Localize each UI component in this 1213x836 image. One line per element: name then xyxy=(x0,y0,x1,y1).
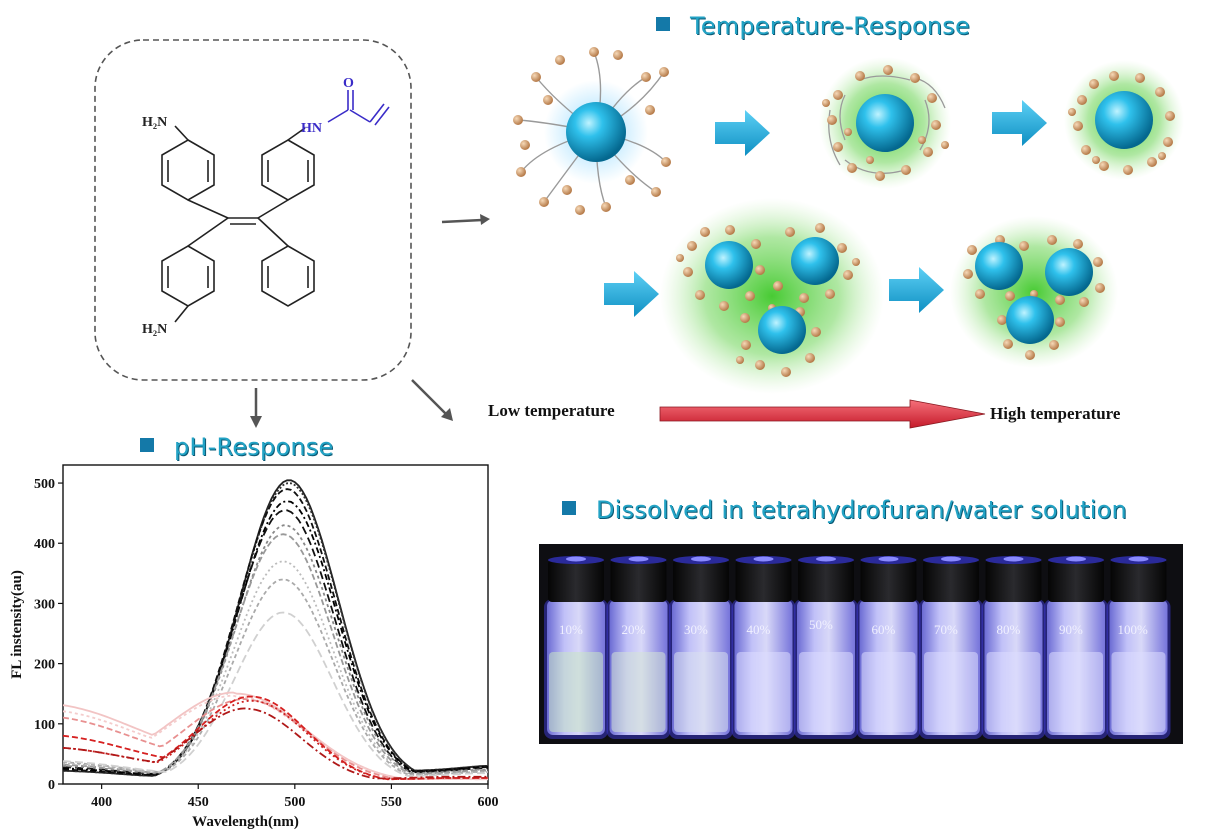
vial-label: 20% xyxy=(621,622,646,637)
process-arrow-icon xyxy=(889,267,944,313)
y-tick-label: 400 xyxy=(34,537,55,552)
series-line xyxy=(63,698,488,780)
vial xyxy=(981,556,1046,739)
y-tick-label: 0 xyxy=(48,778,55,793)
low-temperature-label: Low temperature xyxy=(488,401,615,420)
vial-label: 60% xyxy=(871,622,896,637)
vial-label: 10% xyxy=(559,622,583,637)
vial-label: 50% xyxy=(809,617,833,632)
vials-illustration xyxy=(544,556,1171,739)
y-tick-label: 200 xyxy=(34,658,55,673)
x-tick-label: 450 xyxy=(188,795,209,810)
series-line xyxy=(63,482,488,777)
process-arrow-icon xyxy=(604,271,659,317)
vial xyxy=(1044,556,1108,739)
vial xyxy=(856,556,921,739)
ph-response-heading: pH-Response xyxy=(140,433,333,461)
vial-label: 100% xyxy=(1117,622,1148,637)
molecule-structure: H₂N H₂N HN O xyxy=(94,39,490,428)
vials-photo xyxy=(539,544,1183,744)
temperature-response-heading: Temperature-Response xyxy=(656,12,970,40)
series-line xyxy=(63,695,488,781)
vial-label: 70% xyxy=(934,622,958,637)
amine-top-label: H₂N xyxy=(142,115,167,130)
vial xyxy=(731,556,796,739)
x-tick-label: 400 xyxy=(91,795,112,810)
vial xyxy=(919,556,983,739)
y-axis-label: FL instensity(au) xyxy=(9,570,25,679)
amide-o-label: O xyxy=(343,76,354,91)
vial xyxy=(606,556,671,739)
temperature-response-diagram xyxy=(513,47,1184,429)
micelle-collapsing xyxy=(819,57,951,189)
micelle-extended xyxy=(513,47,671,215)
series-line xyxy=(63,578,488,776)
amide-nh-label: HN xyxy=(301,121,322,136)
series-line xyxy=(63,479,488,777)
y-tick-label: 100 xyxy=(34,718,55,733)
vial xyxy=(669,556,733,739)
bullet-square-icon xyxy=(656,17,670,31)
bullet-square-icon xyxy=(140,438,154,452)
high-temperature-label: High temperature xyxy=(990,404,1121,423)
temperature-gradient-arrow xyxy=(659,399,986,429)
vial xyxy=(544,556,608,739)
aggregate-compact xyxy=(950,216,1118,368)
series-line xyxy=(63,707,488,780)
x-tick-label: 500 xyxy=(284,795,305,810)
vial-label: 90% xyxy=(1059,622,1083,637)
x-axis-label: Wavelength(nm) xyxy=(192,814,299,830)
series-line xyxy=(63,488,488,777)
y-tick-label: 300 xyxy=(34,597,55,612)
fl-spectrum-chart: 400 450 500 550 600 0 100 200 300 400 500Wavelengt… xyxy=(9,464,499,830)
process-arrow-icon xyxy=(715,110,770,156)
solution-heading: Dissolved in tetrahydrofuran/water solut… xyxy=(562,496,1127,524)
process-arrow-icon xyxy=(992,100,1047,146)
vial xyxy=(1106,556,1171,739)
x-tick-label: 550 xyxy=(381,795,402,810)
series-line xyxy=(63,611,488,777)
series-line xyxy=(63,533,488,775)
vial-label: 30% xyxy=(684,622,708,637)
aggregate-loose xyxy=(660,198,884,394)
vial xyxy=(794,556,858,739)
series-line xyxy=(63,560,488,776)
amine-bottom-label: H₂N xyxy=(142,322,167,337)
plot-frame xyxy=(62,464,489,785)
series-line xyxy=(63,524,488,775)
micelle-collapsed xyxy=(1064,60,1184,180)
series-line xyxy=(63,694,488,781)
y-tick-label: 500 xyxy=(34,477,55,492)
vial-label: 80% xyxy=(996,622,1021,637)
series-line xyxy=(63,500,488,776)
bullet-square-icon xyxy=(562,501,576,515)
series-group xyxy=(63,479,488,781)
x-tick-label: 600 xyxy=(478,795,499,810)
vial-label: 40% xyxy=(746,622,771,637)
